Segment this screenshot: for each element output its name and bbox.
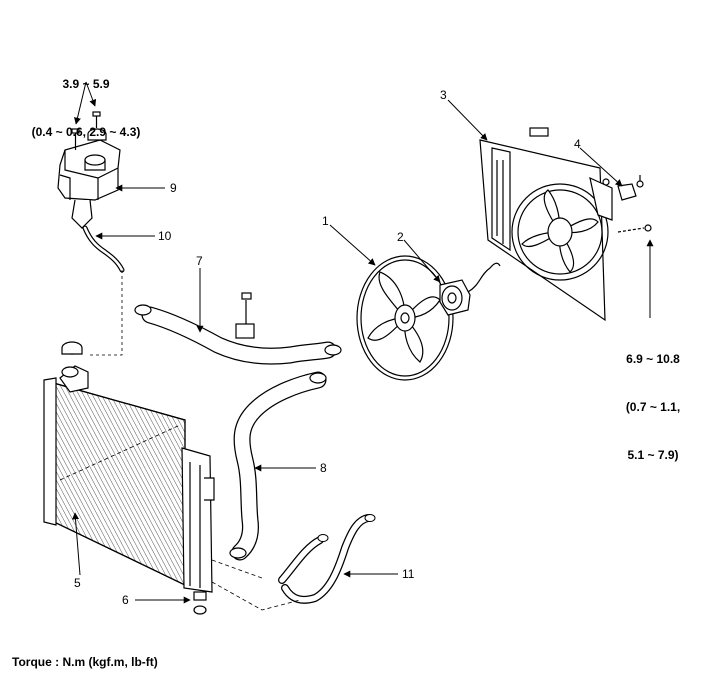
reservoir-bolts: [71, 111, 101, 150]
torque-unit-note: Torque : N.m (kgf.m, lb-ft): [12, 655, 158, 669]
cooling-fan: [356, 255, 454, 381]
reservoir-torque-arrows: [74, 81, 97, 125]
leader-lines: [72, 99, 654, 604]
reservoir-torque-line1: 3.9 ~ 5.9: [62, 77, 110, 91]
callout-2: 2: [397, 230, 404, 244]
callout-4: 4: [574, 137, 581, 151]
radiator: [43, 365, 215, 593]
shroud-torque-line3: 5.1 ~ 7.9): [627, 448, 679, 462]
shroud-torque-spec: 6.9 ~ 10.8 (0.7 ~ 1.1, 5.1 ~ 7.9): [616, 319, 690, 479]
drain-plug: [193, 591, 207, 615]
reservoir-torque-line2: (0.4 ~ 0.6, 2.9 ~ 4.3): [31, 125, 141, 139]
fan-shroud: [479, 127, 613, 322]
callout-1: 1: [322, 214, 329, 228]
callout-11: 11: [402, 567, 415, 581]
callout-3: 3: [440, 88, 447, 102]
reservoir-tank: [57, 139, 121, 229]
shroud-torque-line1: 6.9 ~ 10.8: [626, 352, 680, 366]
shroud-torque-line2: (0.7 ~ 1.1,: [625, 400, 681, 414]
callout-6: 6: [122, 593, 129, 607]
fan-resistor: [617, 175, 644, 201]
callout-8: 8: [320, 461, 327, 475]
callout-5: 5: [74, 576, 81, 590]
reservoir-torque-spec: 3.9 ~ 5.9 (0.4 ~ 0.6, 2.9 ~ 4.3): [20, 44, 152, 156]
fan-motor: [439, 262, 501, 316]
callout-10: 10: [158, 229, 172, 243]
small-hose: [278, 514, 376, 604]
callout-9: 9: [170, 181, 177, 195]
callout-7: 7: [196, 254, 203, 268]
shroud-bolts: [602, 178, 652, 233]
radiator-dashed-line: [59, 424, 181, 481]
upper-hose: [134, 292, 342, 365]
lower-hose: [229, 371, 327, 561]
reservoir-link-dashed: [90, 270, 123, 356]
reservoir-cap: [87, 128, 107, 141]
radiator-cap: [61, 341, 83, 355]
small-hose-dashed-link: [211, 559, 301, 611]
